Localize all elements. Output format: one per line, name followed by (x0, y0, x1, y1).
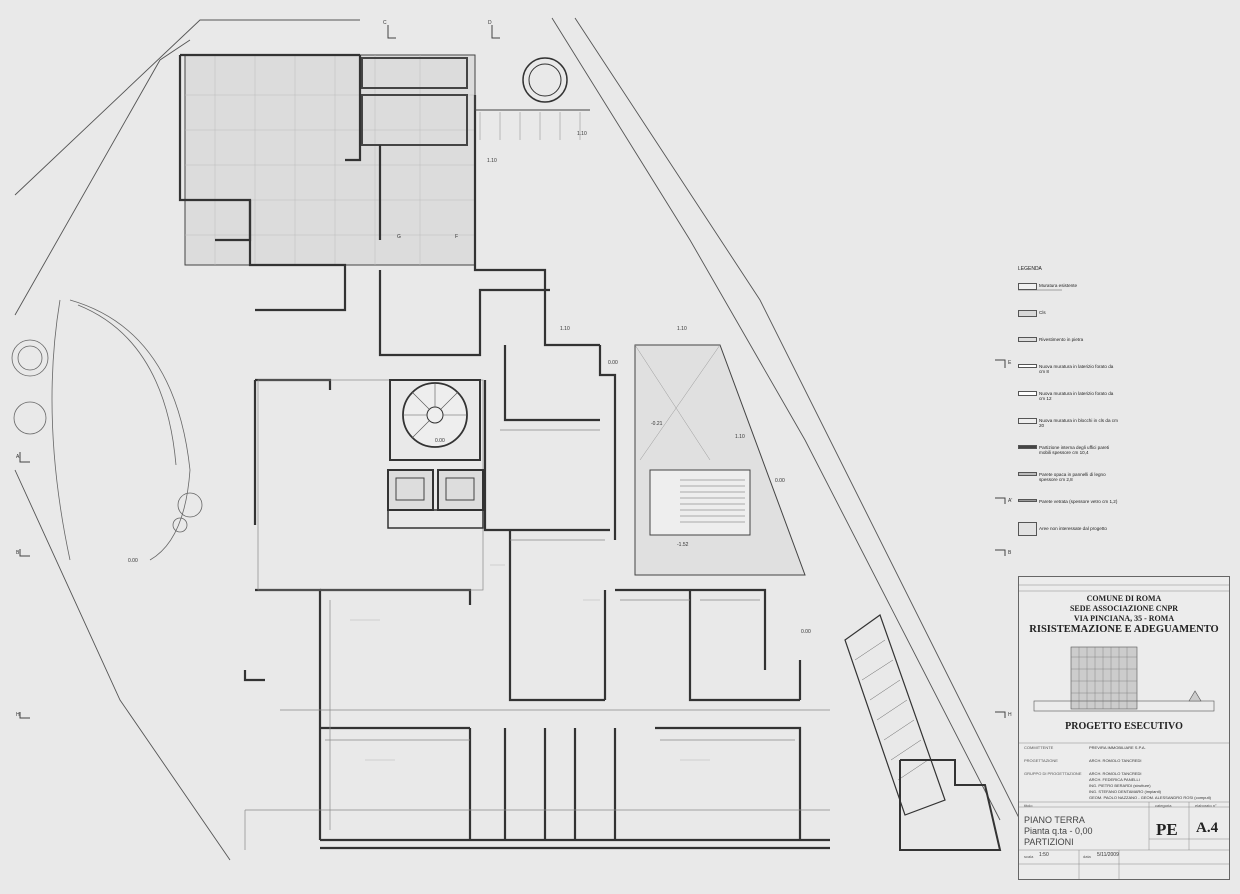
section-label: B (1008, 550, 1012, 556)
tb-gruppo-member: ARCH. ROMOLO TANCREDI (1089, 771, 1142, 776)
level-label: 0.00 (801, 629, 811, 635)
tb-date: 5/11/2009 (1097, 852, 1119, 858)
section-label: A' (1008, 498, 1012, 504)
round-kiosk (474, 57, 590, 140)
entrance-ramp (844, 614, 1002, 851)
tb-client-seat: SEDE ASSOCIAZIONE CNPR (1069, 604, 1179, 613)
tb-scale: 1:50 (1039, 852, 1049, 858)
legend-title: LEGENDA (1018, 266, 1042, 272)
tb-phase: PROGETTO ESECUTIVO (1065, 721, 1183, 732)
legend-item-label: Nuova muratura in laterizio forato da cm… (1039, 391, 1114, 401)
interior-partitions (244, 345, 830, 850)
level-label: 1.10 (677, 326, 687, 332)
tb-gruppo-member: ING. STEFANO DENTAMARO (impianti) (1089, 789, 1161, 794)
legend-item-label: Parete opaca in pannelli di legno spesso… (1039, 472, 1106, 482)
section-label: H (1008, 712, 1012, 718)
tb-gruppo-member: GEOM. PAOLO NAZZANO - GEOM. ALESSANDRO R… (1089, 795, 1211, 800)
legend-item-label: Cls (1039, 310, 1046, 315)
level-label: 0.00 (128, 558, 138, 564)
tb-categoria-label: categoria (1155, 803, 1172, 808)
legend-item: Nuova muratura in laterizio forato da cm… (1018, 383, 1113, 410)
section-label: H (16, 712, 20, 718)
title-block: COMUNE DI ROMA SEDE ASSOCIAZIONE CNPR VI… (1018, 576, 1230, 880)
section-label: E (1008, 360, 1012, 366)
level-label: 1.10 (735, 434, 745, 440)
level-label: -1.52 (677, 542, 689, 548)
tb-titolo-label: titolo (1024, 803, 1033, 808)
section-label: F (455, 234, 458, 240)
tb-drawing-title-2: Pianta q.ta - 0,00 (1024, 826, 1093, 836)
legend-item-label: Partizione interna degli uffici pareti m… (1039, 445, 1110, 455)
curved-terrace (11, 299, 203, 561)
legend-item: Parete opaca in pannelli di legno spesso… (1018, 464, 1106, 491)
courtyard (634, 344, 806, 576)
spiral-stair (389, 379, 481, 461)
tb-address: VIA PINCIANA, 35 - ROMA (1073, 614, 1175, 623)
legend-item-label: Parete vetrata (spessore vetro cm 1,2) (1039, 499, 1118, 504)
elevators (387, 469, 484, 529)
section-label: C (383, 20, 387, 26)
hatch-lines (350, 564, 710, 761)
legend-item: Nuova muratura in laterizio forato da cm… (1018, 356, 1113, 383)
section-label: B (16, 550, 20, 556)
tb-drawing-number: A.4 (1196, 820, 1219, 836)
site-boundary (14, 17, 1031, 861)
section-label: A (16, 454, 20, 460)
legend-item-label: Nuova muratura in blocchi in cls da cm 2… (1039, 418, 1118, 428)
tb-progettista: ARCH. ROMOLO TANCREDI (1089, 758, 1142, 763)
legend-item: Parete vetrata (spessore vetro cm 1,2) (1018, 491, 1117, 518)
legend-item: Muratura esistente (1018, 275, 1090, 302)
tb-project-title: RISISTEMAZIONE E ADEGUAMENTO (1029, 624, 1219, 635)
building-elevation-sketch (1033, 646, 1215, 712)
legend-item-label: Rivestimento in pietra (1039, 337, 1084, 342)
section-label: G (397, 234, 401, 240)
tb-committente-label: COMMITTENTE (1024, 745, 1054, 750)
tb-progettista-label: PROGETTAZIONE (1024, 758, 1058, 763)
tb-municipality: COMUNE DI ROMA (1086, 594, 1162, 603)
section-label: D (488, 20, 492, 26)
legend: LEGENDA Muratura esistente Cls Rivestime… (1018, 266, 1118, 545)
level-label: 1.10 (577, 131, 587, 137)
section-markers (19, 25, 1006, 719)
tb-date-label: data (1083, 854, 1091, 859)
tb-drawing-title-1: PIANO TERRA (1024, 815, 1085, 825)
tb-gruppo-member: ING. PIETRO BERARDI (strutture) (1089, 783, 1151, 788)
legend-item-label: Nuova muratura in laterizio forato da cm… (1039, 364, 1114, 374)
legend-item: Cls (1018, 302, 1090, 329)
level-label: 0.00 (435, 438, 445, 444)
legend-item: Aree non interessate dal progetto (1018, 518, 1107, 545)
level-label: 1.10 (560, 326, 570, 332)
tb-elaborato-label: elaborato n° (1195, 803, 1217, 808)
tb-gruppo-label: GRUPPO DI PROGETTAZIONE (1024, 771, 1082, 776)
level-label: -0.21 (651, 421, 663, 427)
level-label: 0.00 (775, 478, 785, 484)
legend-item-label: Muratura esistente (1039, 283, 1078, 288)
title-block-grid (1019, 584, 1229, 879)
existing-area (184, 54, 476, 266)
tb-gruppo-member: ARCH. FEDERICA PANELLI (1089, 777, 1140, 782)
legend-item: Partizione interna degli uffici pareti m… (1018, 437, 1109, 464)
level-label: 1.10 (487, 158, 497, 164)
level-label: 0.00 (608, 360, 618, 366)
legend-item-label: Aree non interessate dal progetto (1039, 526, 1107, 531)
legend-item: Rivestimento in pietra (1018, 329, 1090, 356)
legend-item: Nuova muratura in blocchi in cls da cm 2… (1018, 410, 1118, 437)
tb-scale-label: scala (1024, 854, 1034, 859)
tb-committente: PREVIRA IMMOBILIARE S.P.A. (1089, 745, 1146, 750)
tb-category-code: PE (1156, 820, 1178, 839)
tb-drawing-title-3: PARTIZIONI (1024, 837, 1074, 847)
